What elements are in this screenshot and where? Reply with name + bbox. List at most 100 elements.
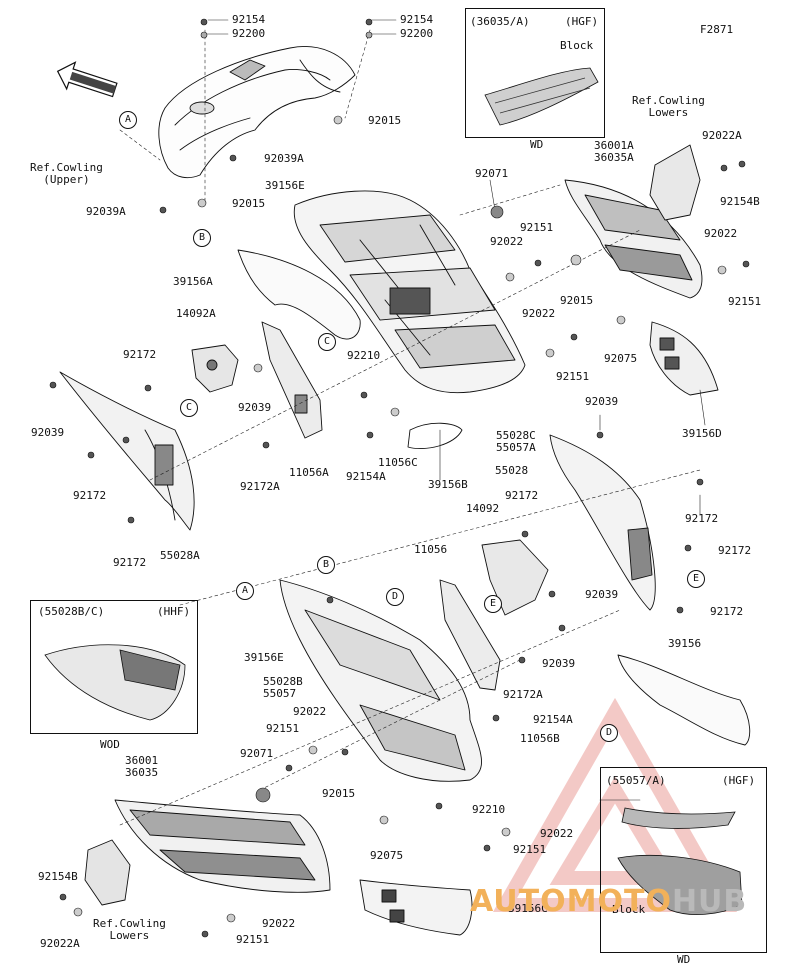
part-label: 92039A — [86, 205, 126, 218]
callout-marker: D — [600, 724, 618, 742]
right-side-cowl-part — [549, 434, 656, 611]
part-label: 36001 36035 — [125, 754, 159, 779]
part-label: 39156B — [428, 478, 468, 491]
part-label: 36001A 36035A — [594, 139, 634, 164]
part-label: 92172 — [123, 348, 157, 361]
part-label: 92172 — [505, 489, 539, 502]
inset-code: (55028B/C) — [38, 605, 105, 618]
part-label: 92022 — [522, 307, 556, 320]
panel-39156C — [359, 879, 473, 936]
part-label: 92015 — [322, 787, 356, 800]
callout-marker: E — [687, 570, 705, 588]
watermark-logo: AUTOMOTOHUB — [470, 884, 747, 919]
callout-marker: D — [386, 588, 404, 606]
callout-marker: E — [484, 595, 502, 613]
inset-box-55057A — [600, 767, 767, 953]
part-label: 39156E — [265, 179, 305, 192]
part-label: 92154A — [346, 470, 386, 483]
bracket-11056A — [261, 321, 323, 439]
part-label: 39156C — [508, 902, 548, 915]
part-label: 14092 — [466, 502, 500, 515]
part-label: 92151 — [728, 295, 762, 308]
part-label: 92022A — [40, 937, 80, 950]
part-label: 92172A — [240, 480, 280, 493]
part-label: 92154 — [232, 13, 266, 26]
watermark-text-2: HUB — [671, 884, 748, 919]
part-label: 92154B — [38, 870, 78, 883]
part-label: 92151 — [556, 370, 590, 383]
part-label: 92154A — [533, 713, 573, 726]
panel-39156 — [617, 654, 751, 746]
part-label: 92154 — [400, 13, 434, 26]
lower-front-cowl-part — [114, 799, 331, 893]
left-side-cowl-part — [59, 371, 195, 531]
side-panel-39156A — [237, 249, 361, 340]
inset-art-55057A — [617, 807, 743, 915]
part-label: 55028A — [160, 549, 200, 562]
part-label: 92022A — [702, 129, 742, 142]
inset-code: (55057/A) — [606, 774, 666, 787]
callout-marker: C — [318, 333, 336, 351]
part-label: 92075 — [370, 849, 404, 862]
part-label: 92022 — [704, 227, 738, 240]
callout-marker: A — [119, 111, 137, 129]
callout-marker: B — [317, 556, 335, 574]
ref-cowling-lowers-top — [649, 144, 701, 221]
front-arrow — [56, 61, 118, 98]
part-label: 92154B — [720, 195, 760, 208]
callout-marker: C — [180, 399, 198, 417]
part-label: 55028 — [495, 464, 529, 477]
part-label: 92022 — [262, 917, 296, 930]
inset-box-55028BC — [30, 600, 198, 734]
watermark-text-1: AUTOMOTO — [470, 884, 672, 919]
part-label: 92039 — [585, 588, 619, 601]
inset-code: (36035/A) — [470, 15, 530, 28]
part-label: 92015 — [368, 114, 402, 127]
inset-note: Block — [560, 39, 594, 52]
part-label: 92151 — [236, 933, 270, 946]
part-label: Ref.Cowling Lowers — [632, 94, 705, 119]
inset-market: (HGF) — [722, 774, 756, 787]
part-label: 39156E — [244, 651, 284, 664]
bracket-11056 — [439, 579, 501, 691]
inset-note: Block — [612, 903, 646, 916]
inset-art-55028BC — [44, 644, 186, 721]
inset-market: (HHF) — [157, 605, 191, 618]
upper-cowling-part — [158, 46, 356, 179]
part-label: 11056B — [520, 732, 560, 745]
part-label: 92039 — [585, 395, 619, 408]
part-label: 92039 — [31, 426, 65, 439]
part-label: 55028B 55057 — [263, 675, 303, 700]
lower-cowl-55028B — [279, 579, 482, 782]
part-label: 92172 — [113, 556, 147, 569]
part-label: 92172A — [503, 688, 543, 701]
inset-box-36035A — [465, 8, 605, 138]
callout-marker: A — [236, 582, 254, 600]
part-label: 92022 — [293, 705, 327, 718]
part-label: 92015 — [560, 294, 594, 307]
part-label: 92039 — [542, 657, 576, 670]
part-label: 39156A — [173, 275, 213, 288]
part-label: 92210 — [347, 349, 381, 362]
part-label: 92071 — [475, 167, 509, 180]
part-label: 92022 — [490, 235, 524, 248]
part-label: 92039A — [264, 152, 304, 165]
inset-footer: WD — [530, 138, 544, 151]
right-lower-cowl-part — [564, 179, 703, 299]
part-label: 92039 — [238, 401, 272, 414]
part-label: 92015 — [232, 197, 266, 210]
part-label: 92151 — [513, 843, 547, 856]
part-label: 39156D — [682, 427, 722, 440]
part-label: 92071 — [240, 747, 274, 760]
part-label: 55028C 55057A — [496, 429, 536, 454]
inset-art-36035A — [484, 67, 599, 126]
callout-marker: B — [193, 229, 211, 247]
part-label: 92172 — [710, 605, 744, 618]
part-label: 92151 — [266, 722, 300, 735]
watermark-triangle — [492, 697, 738, 912]
part-label: 11056A — [289, 466, 329, 479]
part-label: 11056C — [378, 456, 418, 469]
panel-39156B — [407, 422, 463, 450]
part-label: 92210 — [472, 803, 506, 816]
